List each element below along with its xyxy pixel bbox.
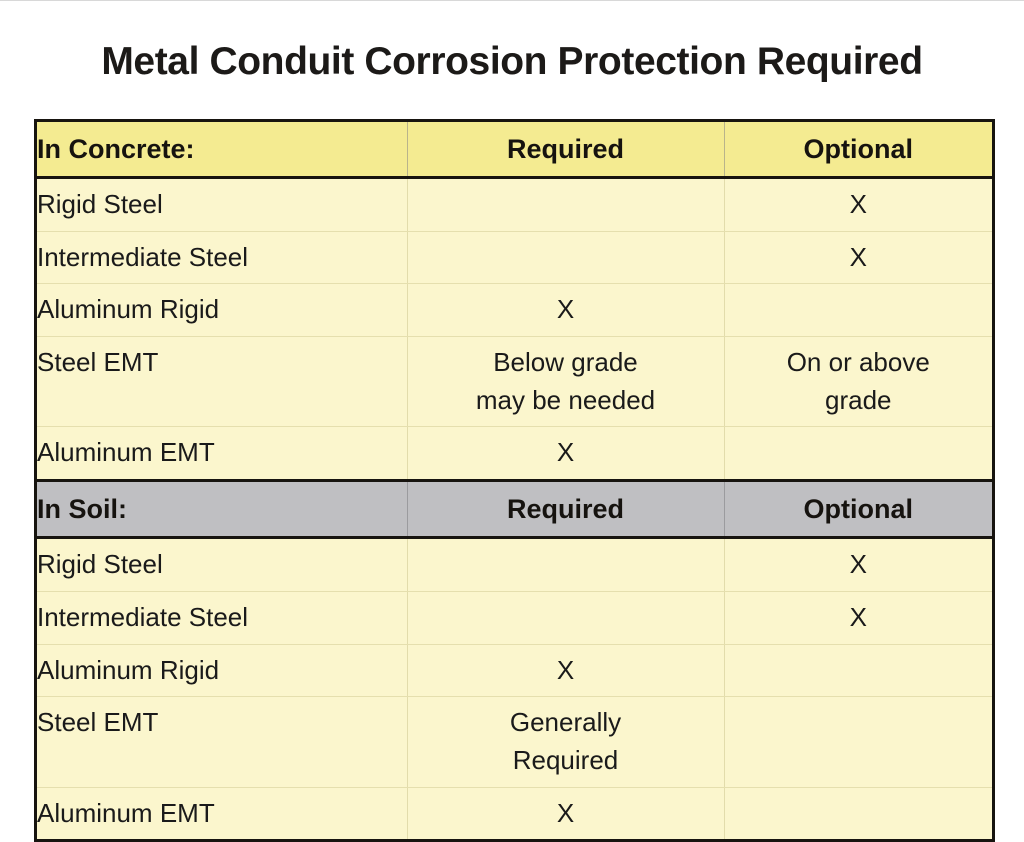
cell-text-line: Steel EMT: [37, 707, 159, 738]
cell-text-line: X: [849, 241, 867, 272]
row-optional-value: [723, 787, 992, 840]
cell-text-line: Rigid Steel: [37, 189, 163, 219]
section-header-optional: Optional: [723, 122, 992, 179]
cell-text-line: On or above: [786, 347, 930, 378]
cell-text-line: Below grade: [493, 347, 638, 378]
table-row: Intermediate Steel X: [37, 231, 992, 285]
page-title: Metal Conduit Corrosion Protection Requi…: [101, 40, 923, 84]
cell-text-line: Intermediate Steel: [37, 241, 249, 272]
row-item-label: Intermediate Steel: [37, 591, 407, 645]
cell-text-line: Rigid Steel: [37, 549, 163, 580]
row-required-value: X: [406, 283, 724, 338]
section-header-optional: Optional: [723, 479, 992, 540]
table-row: Steel EMT Below grade may be needed On or a…: [37, 336, 992, 428]
cell-text-line: X: [556, 654, 575, 685]
row-item-label: Aluminum EMT: [37, 426, 407, 482]
row-item-label: Intermediate Steel: [37, 231, 407, 285]
table-row: Intermediate Steel X: [37, 591, 992, 645]
row-item-label: Steel EMT: [37, 696, 407, 788]
section-header-item: In Concrete:: [37, 122, 407, 179]
table-row: Aluminum Rigid X: [37, 283, 992, 338]
table-row: Rigid Steel X: [37, 537, 992, 592]
cell-text-line: X: [556, 437, 575, 468]
cell-text-line: Aluminum EMT: [37, 437, 215, 468]
row-required-value: X: [406, 787, 724, 840]
section-header-required: Required: [406, 479, 724, 540]
cell-text-line: Aluminum Rigid: [37, 654, 220, 685]
table-row: Aluminum Rigid X: [37, 644, 992, 698]
row-required-value: [406, 177, 724, 232]
row-optional-value: X: [723, 231, 992, 285]
row-required-value: Below grade may be needed: [406, 336, 724, 428]
row-required-value: X: [406, 644, 724, 698]
table-row: Rigid Steel X: [37, 177, 992, 232]
row-item-label: Rigid Steel: [37, 177, 407, 232]
section-header-item: In Soil:: [37, 479, 407, 540]
cell-text-line: Steel EMT: [37, 347, 159, 378]
cell-text-line: X: [849, 189, 867, 219]
cell-text-line: grade: [825, 384, 892, 415]
row-optional-value: X: [723, 177, 992, 232]
table-row: Aluminum EMT X: [37, 787, 992, 840]
table-row: Aluminum EMT X: [37, 426, 992, 482]
row-item-label: Steel EMT: [37, 336, 407, 428]
cell-text-line: Required: [512, 744, 619, 775]
row-required-value: [406, 537, 724, 592]
row-optional-value: [723, 644, 992, 698]
cell-text-line: X: [849, 601, 867, 632]
cell-text-line: Generally: [509, 707, 622, 738]
row-required-value: [406, 231, 724, 285]
row-optional-value: On or above grade: [723, 336, 992, 428]
row-optional-value: [723, 696, 992, 788]
cell-text-line: may be needed: [475, 384, 656, 415]
cell-text-line: Intermediate Steel: [37, 601, 249, 632]
row-required-value: X: [406, 426, 724, 482]
row-optional-value: [723, 283, 992, 338]
row-optional-value: [723, 426, 992, 482]
row-optional-value: X: [723, 537, 992, 592]
cell-text-line: Aluminum EMT: [37, 797, 215, 828]
cell-text-line: Aluminum Rigid: [37, 294, 220, 325]
cell-text-line: X: [556, 294, 575, 325]
row-optional-value: X: [723, 591, 992, 645]
row-item-label: Aluminum Rigid: [37, 283, 407, 338]
row-item-label: Rigid Steel: [37, 537, 407, 592]
cell-text-line: X: [556, 797, 575, 828]
row-required-value: [406, 591, 724, 645]
section-header-required: Required: [406, 122, 724, 179]
row-item-label: Aluminum Rigid: [37, 644, 407, 698]
row-item-label: Aluminum EMT: [37, 787, 407, 840]
top-hairline: [0, 0, 1024, 1]
cell-text-line: X: [849, 549, 867, 580]
